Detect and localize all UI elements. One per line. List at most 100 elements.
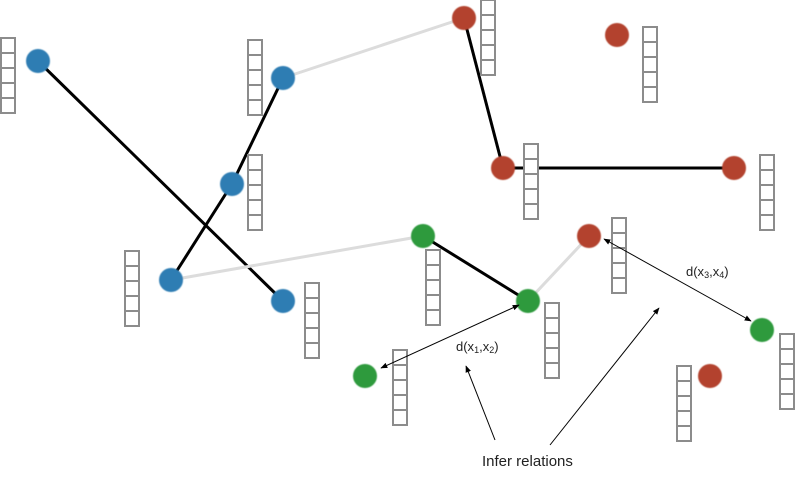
distance-arrow [380, 304, 520, 369]
vector-cell [304, 312, 320, 329]
vector-cell [759, 169, 775, 186]
vector-cell [642, 41, 658, 58]
pointer-arrow [549, 307, 660, 446]
green-node [353, 364, 377, 388]
vector-cell [247, 184, 263, 201]
red-node [605, 23, 629, 47]
vector-cell [304, 282, 320, 299]
vector-cell [523, 158, 539, 175]
blue-node [271, 289, 295, 313]
vector-cell [480, 14, 496, 31]
vector-cell [523, 143, 539, 160]
vector-cell [247, 69, 263, 86]
vector-cell [124, 280, 140, 297]
feature-vector [676, 365, 692, 442]
vector-cell [304, 342, 320, 359]
distance-arrow [603, 238, 752, 322]
blue-node [271, 66, 295, 90]
vector-cell [676, 425, 692, 442]
vector-cell [392, 379, 408, 396]
feature-vector [779, 333, 795, 410]
vector-cell [544, 317, 560, 334]
strong-edge [462, 17, 505, 169]
feature-vector [124, 250, 140, 327]
feature-vector [247, 39, 263, 116]
vector-cell [247, 99, 263, 116]
feature-vector [759, 154, 775, 231]
vector-cell [544, 332, 560, 349]
vector-cell [676, 410, 692, 427]
vector-cell [392, 409, 408, 426]
vector-cell [0, 97, 16, 114]
pointer-arrow [465, 365, 496, 441]
vector-cell [480, 0, 496, 16]
vector-cell [759, 154, 775, 171]
weak-edge [526, 234, 591, 303]
vector-cell [480, 59, 496, 76]
vector-cell [544, 362, 560, 379]
vector-cell [642, 26, 658, 43]
vector-cell [642, 71, 658, 88]
vector-cell [642, 56, 658, 73]
vector-cell [779, 333, 795, 350]
vector-cell [0, 67, 16, 84]
vector-cell [247, 54, 263, 71]
vector-cell [779, 378, 795, 395]
vector-cell [247, 39, 263, 56]
vector-cell [779, 363, 795, 380]
vector-cell [425, 249, 441, 266]
red-node [698, 364, 722, 388]
vector-cell [0, 37, 16, 54]
vector-cell [124, 265, 140, 282]
strong-edge [422, 234, 529, 303]
vector-cell [425, 264, 441, 281]
caption-infer-relations: Infer relations [482, 453, 573, 470]
feature-vector [611, 217, 627, 294]
vector-cell [480, 29, 496, 46]
feature-vector [544, 302, 560, 379]
green-node [516, 289, 540, 313]
vector-cell [611, 262, 627, 279]
vector-cell [676, 365, 692, 382]
vector-cell [759, 184, 775, 201]
blue-node [159, 268, 183, 292]
strong-edge [230, 77, 285, 185]
strong-edge [169, 183, 234, 281]
green-node [750, 318, 774, 342]
vector-cell [247, 169, 263, 186]
vector-cell [0, 82, 16, 99]
weak-edge [170, 234, 424, 282]
vector-cell [759, 214, 775, 231]
blue-node [26, 49, 50, 73]
vector-cell [676, 380, 692, 397]
vector-cell [304, 297, 320, 314]
vector-cell [611, 277, 627, 294]
feature-vector [642, 26, 658, 103]
vector-cell [425, 294, 441, 311]
vector-cell [425, 279, 441, 296]
green-node [411, 224, 435, 248]
feature-vector [247, 154, 263, 231]
blue-node [220, 172, 244, 196]
edges [36, 16, 734, 303]
vector-cell [523, 173, 539, 190]
feature-vector [523, 143, 539, 220]
vector-cell [523, 203, 539, 220]
vector-cell [480, 44, 496, 61]
arrows [380, 238, 752, 446]
vector-cell [392, 394, 408, 411]
vector-cell [676, 395, 692, 412]
feature-vector [304, 282, 320, 359]
vector-cell [611, 232, 627, 249]
vector-cell [124, 310, 140, 327]
vector-cell [544, 347, 560, 364]
vector-cell [779, 348, 795, 365]
feature-vector [480, 0, 496, 76]
vector-cell [124, 295, 140, 312]
strong-edge [36, 59, 285, 303]
vector-cell [247, 154, 263, 171]
red-node [452, 6, 476, 30]
vector-cell [304, 327, 320, 344]
vector-cell [247, 214, 263, 231]
